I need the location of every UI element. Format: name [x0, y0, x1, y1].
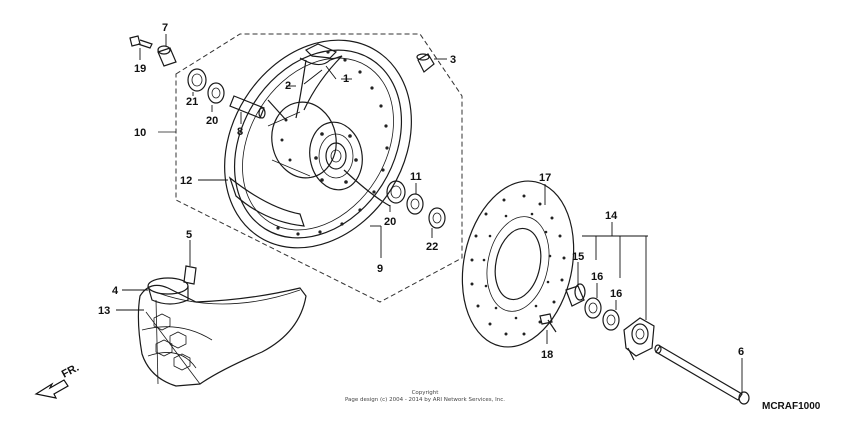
brake-disc	[461, 180, 575, 348]
callout-1: 1	[343, 73, 349, 85]
callout-4: 4	[112, 285, 119, 297]
distance-collar	[229, 95, 266, 119]
bolt-19	[129, 35, 153, 49]
dust-seal-20-left	[207, 82, 225, 104]
callout-2: 2	[285, 80, 291, 92]
callout-18: 18	[541, 349, 553, 361]
callout-12: 12	[180, 175, 192, 187]
callout-22: 22	[426, 241, 438, 253]
disc-bolt	[539, 313, 557, 333]
callout-9: 9	[377, 263, 383, 275]
rim-holes	[276, 50, 389, 236]
collar	[157, 45, 177, 67]
fender-collar	[147, 277, 189, 305]
dust-seal-20-right	[386, 180, 406, 204]
callout-3: 3	[450, 54, 456, 66]
seal-22	[428, 207, 446, 229]
callout-20-right: 20	[384, 216, 396, 228]
callout-7: 7	[162, 22, 168, 34]
callout-17: 17	[539, 172, 551, 184]
balance-weight	[304, 43, 338, 59]
direction-label: FR.	[60, 362, 81, 381]
callout-15: 15	[572, 251, 584, 263]
callout-20-left: 20	[206, 115, 218, 127]
callout-19: 19	[134, 63, 146, 75]
front-direction-arrow: FR.	[34, 362, 81, 399]
callout-14: 14	[605, 210, 618, 222]
bearing-11	[406, 193, 424, 215]
speedometer-gearbox	[623, 317, 655, 361]
axle	[654, 344, 750, 405]
side-collar	[565, 283, 586, 307]
assembly-frame	[175, 33, 463, 303]
callout-16-a: 16	[591, 271, 603, 283]
callout-13: 13	[98, 305, 110, 317]
bearing-21	[187, 68, 207, 92]
callout-21: 21	[186, 96, 198, 108]
seal-16-b	[602, 309, 620, 331]
copyright-line-1: Copyright	[412, 390, 440, 396]
valve-cap	[416, 53, 435, 73]
bracket-5	[183, 265, 197, 285]
callout-6: 6	[738, 346, 744, 358]
callout-8: 8	[237, 126, 243, 138]
diagram-code: MCRAF1000	[762, 401, 821, 412]
callout-16-b: 16	[610, 288, 622, 300]
callout-10: 10	[134, 127, 146, 139]
seal-16-a	[584, 297, 602, 319]
callout-11: 11	[410, 171, 422, 183]
callout-5: 5	[186, 229, 192, 241]
copyright-line-2: Page design (c) 2004 - 2014 by ARI Netwo…	[345, 397, 505, 403]
fender	[137, 284, 307, 387]
wheel	[224, 39, 412, 249]
